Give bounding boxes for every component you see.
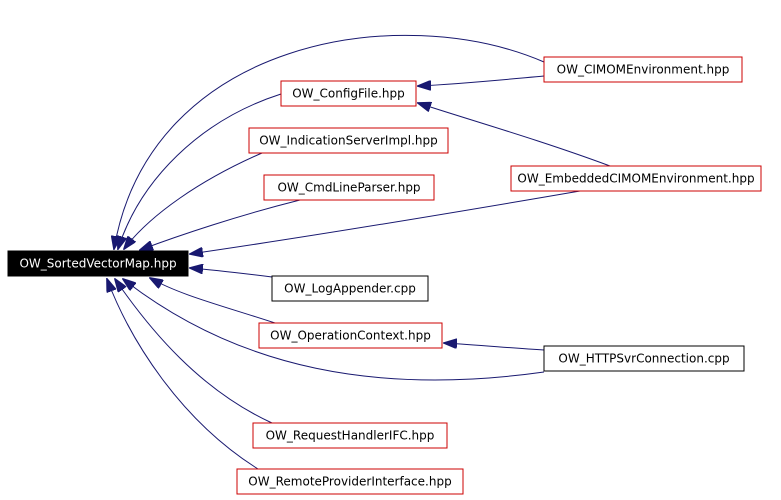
node-box [258,322,443,349]
node-cimomenv[interactable]: OW_CIMOMEnvironment.hpp [543,56,743,83]
edge-requesthandlerifc-to-sortedvectormap [115,279,273,424]
edge-remoteproviderinterface-to-sortedvectormap [107,279,259,470]
node-indicationserver[interactable]: OW_IndicationServerImpl.hpp [248,127,449,154]
node-label: OW_IndicationServerImpl.hpp [259,134,438,148]
node-configfile[interactable]: OW_ConfigFile.hpp [280,80,417,107]
edge-operationcontext-to-sortedvectormap [150,278,276,324]
node-requesthandlerifc[interactable]: OW_RequestHandlerIFC.hpp [252,422,448,449]
node-box [280,80,417,107]
edge-cimomenv-to-configfile [418,75,545,86]
node-box [248,127,449,154]
node-box [263,174,435,201]
node-box [543,345,745,372]
node-operationcontext[interactable]: OW_OperationContext.hpp [258,322,443,349]
edges [107,34,611,470]
edge-indicationserver-to-sortedvectormap [124,152,263,249]
edge-embeddedcimomenv-to-configfile [418,103,611,167]
node-label: OW_CmdLineParser.hpp [277,181,420,195]
edge-httpsvrconnection-to-operationcontext [444,343,545,351]
node-sortedvectormap[interactable]: OW_SortedVectorMap.hpp [7,250,189,277]
node-cmdlineparser[interactable]: OW_CmdLineParser.hpp [263,174,435,201]
node-box [236,468,464,495]
node-httpsvrconnection[interactable]: OW_HTTPSvrConnection.cpp [543,345,745,372]
node-label: OW_RequestHandlerIFC.hpp [266,429,435,443]
edge-configfile-to-sortedvectormap [118,93,282,249]
node-label: OW_RemoteProviderInterface.hpp [248,475,451,489]
node-embeddedcimomenv[interactable]: OW_EmbeddedCIMOMEnvironment.hpp [510,165,762,192]
node-label: OW_OperationContext.hpp [270,329,431,343]
node-label: OW_ConfigFile.hpp [292,87,405,101]
node-box [510,165,762,192]
node-box [252,422,448,449]
node-box [7,250,189,277]
node-label: OW_EmbeddedCIMOMEnvironment.hpp [517,172,754,186]
nodes: OW_SortedVectorMap.hppOW_ConfigFile.hppO… [7,56,762,495]
node-logappender[interactable]: OW_LogAppender.cpp [271,275,429,302]
node-label: OW_SortedVectorMap.hpp [19,257,176,271]
node-label: OW_CIMOMEnvironment.hpp [557,63,730,77]
node-label: OW_LogAppender.cpp [284,282,416,296]
edge-cmdlineparser-to-sortedvectormap [140,199,301,250]
node-box [271,275,429,302]
node-label: OW_HTTPSvrConnection.cpp [558,352,729,366]
edge-httpsvrconnection-to-sortedvectormap [123,279,545,381]
edge-cimomenv-to-sortedvectormap [114,34,545,249]
node-remoteproviderinterface[interactable]: OW_RemoteProviderInterface.hpp [236,468,464,495]
edge-logappender-to-sortedvectormap [190,268,273,278]
edge-embeddedcimomenv-to-sortedvectormap [190,190,581,254]
node-box [543,56,743,83]
